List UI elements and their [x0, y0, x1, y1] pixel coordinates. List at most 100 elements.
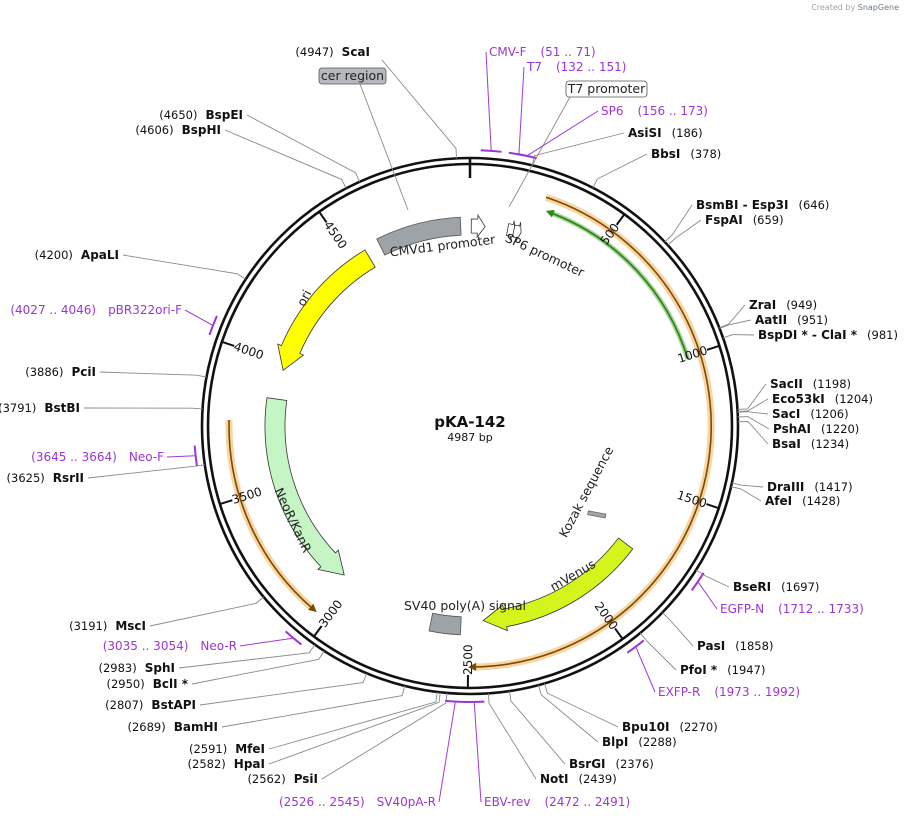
- enzyme-bseri: BseRI(1697): [733, 580, 819, 594]
- primer-mark: [284, 630, 303, 646]
- enzyme-position: (4947): [295, 45, 333, 59]
- primer-range: (3035 .. 3054): [103, 639, 189, 653]
- primer-range: (51 .. 71): [540, 45, 595, 59]
- enzyme-pcii: PciI(3886): [25, 365, 96, 379]
- enzyme-leader: [321, 692, 448, 780]
- enzyme-position: (659): [753, 213, 784, 227]
- feature-mvenus: [482, 537, 634, 632]
- feature-neor-kanr: [264, 397, 345, 576]
- enzyme-sphi: SphI (2983): [99, 661, 176, 675]
- tick: 2500: [461, 644, 475, 675]
- enzyme-position: (2562): [247, 772, 285, 786]
- leader-t7-promoter: [508, 96, 571, 208]
- tick-mark: [706, 344, 720, 351]
- feature-label-sp6-promoter: SP6 promoter: [503, 230, 588, 280]
- enzyme-aatii: AatII(951): [755, 313, 828, 327]
- enzyme-afei: AfeI(1428): [765, 494, 840, 508]
- primer-name: T7: [526, 60, 542, 74]
- snapgene-credit: Created by SnapGene: [811, 3, 899, 12]
- primer-pbr322ori-f: pBR322ori-F(4027 .. 4046): [10, 303, 182, 317]
- enzyme-name: PciI: [72, 365, 97, 379]
- enzyme-name: PsiI: [294, 772, 318, 786]
- enzyme-position: (2983): [99, 661, 137, 675]
- primer-egfp-n: EGFP-N(1712 .. 1733): [720, 602, 864, 616]
- primer-mark: [480, 149, 502, 153]
- plasmid-name: pKA-142: [434, 413, 506, 431]
- enzyme-name: BamHI: [174, 720, 218, 734]
- enzyme-fspai: FspAI(659): [705, 213, 784, 227]
- primer-leader: [438, 701, 456, 803]
- enzyme-eco53ki: Eco53kI (1204): [772, 392, 873, 406]
- enzyme-name: AfeI: [765, 494, 792, 508]
- enzyme-noti: NotI(2439): [540, 772, 617, 786]
- enzyme-leader: [592, 153, 648, 189]
- feature-sp6-b: [511, 222, 522, 242]
- primer-leader: [697, 581, 718, 610]
- primer-neo-r: Neo-R(3035 .. 3054): [103, 639, 237, 653]
- enzyme-position: (3191): [69, 619, 107, 633]
- enzyme-name: ZraI: [749, 298, 776, 312]
- enzyme-leader: [695, 569, 730, 588]
- enzyme-leader: [664, 204, 693, 243]
- enzyme-apali: ApaLI (4200): [35, 248, 119, 262]
- green-arc-arrowhead: [545, 210, 555, 218]
- enzyme-name: Bpu10I: [622, 720, 669, 734]
- enzyme-leader: [531, 132, 625, 166]
- enzyme-position: (1858): [735, 639, 773, 653]
- credit-brand: SnapGene: [857, 3, 899, 12]
- enzyme-position: (4200): [35, 248, 73, 262]
- enzyme-pfoi: PfoI *(1947): [680, 663, 765, 677]
- enzyme-bstapi: BstAPI(2807): [105, 698, 196, 712]
- feature-label-sv40-poly-a-signal: SV40 poly(A) signal: [404, 598, 526, 613]
- enzyme-name: AatII: [755, 313, 787, 327]
- boxed-label-cer-region: [318, 67, 387, 85]
- enzyme-rsrii: RsrII(3625): [7, 471, 84, 485]
- enzyme-name: Eco53kI: [772, 392, 825, 406]
- tick-mark: [313, 625, 323, 638]
- primer-leader: [518, 66, 525, 155]
- enzyme-position: (2270): [679, 720, 717, 734]
- enzyme-leader: [662, 612, 694, 647]
- enzyme-leader: [268, 692, 441, 765]
- tick-mark: [706, 503, 720, 510]
- enzyme-sacii: SacII(1198): [770, 377, 851, 391]
- enzyme-bamhi: BamHI(2689): [127, 720, 218, 734]
- enzyme-name: BlpI: [602, 735, 628, 749]
- boxed-label-t7-promoter: [565, 80, 648, 98]
- enzyme-position: (1204): [835, 392, 873, 406]
- enzyme-leader: [719, 304, 746, 329]
- enzyme-saci: SacI(1206): [772, 407, 849, 421]
- enzyme-name: MscI: [115, 619, 146, 633]
- enzyme-name: PfoI *: [680, 663, 718, 677]
- feature-kozak-sequence: [587, 510, 607, 519]
- primer-range: (3645 .. 3664): [31, 450, 117, 464]
- enzyme-leader: [224, 129, 347, 189]
- enzyme-name: ApaLI: [81, 248, 119, 262]
- enzyme-name: ScaI: [342, 45, 370, 59]
- enzyme-position: (1697): [781, 580, 819, 594]
- enzyme-name: MfeI: [235, 742, 265, 756]
- enzyme-name: PshAI: [773, 422, 811, 436]
- tick-label: 4000: [232, 339, 265, 362]
- feature-sv40-polya-signal: [428, 612, 462, 636]
- primer-leader: [473, 701, 482, 803]
- primer-leader: [485, 51, 492, 151]
- enzyme-position: (1206): [810, 407, 848, 421]
- enzyme-bsphi: BspHI(4606): [135, 123, 221, 137]
- enzyme-name: BstAPI: [151, 698, 196, 712]
- enzyme-leader: [719, 319, 752, 329]
- enzyme-hpai: HpaI(2582): [188, 757, 265, 771]
- primer-name: pBR322ori-F: [108, 303, 182, 317]
- orf-arc-right: [474, 196, 712, 668]
- enzyme-name: HpaI: [234, 757, 265, 771]
- primer-leader: [526, 110, 599, 157]
- enzyme-bspdi-clai: BspDI * - ClaI *(981): [758, 328, 898, 342]
- enzyme-leader: [122, 254, 246, 280]
- enzyme-leader: [639, 632, 677, 671]
- enzyme-position: (4606): [135, 123, 173, 137]
- enzyme-name: SphI: [145, 661, 175, 675]
- enzyme-position: (949): [786, 298, 817, 312]
- enzyme-mfei: MfeI(2591): [189, 742, 265, 756]
- enzyme-leader: [737, 383, 767, 410]
